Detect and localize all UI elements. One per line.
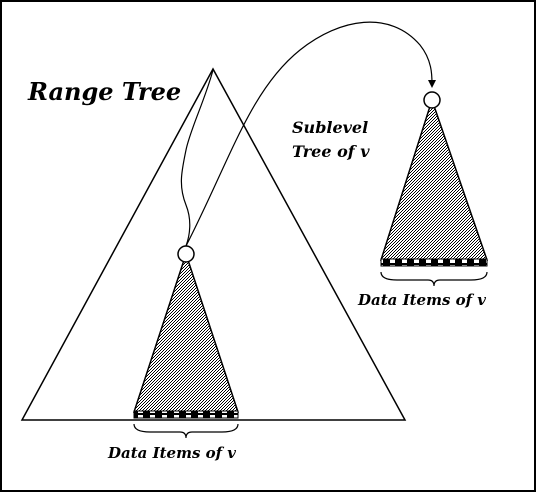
data-items-bar-sub — [380, 258, 488, 267]
brace-main — [133, 423, 239, 439]
search-path — [180, 69, 214, 247]
subtree-of-v — [132, 251, 240, 413]
brace-sub — [380, 271, 488, 287]
arrow-head — [428, 80, 436, 88]
node-v — [177, 245, 195, 263]
pointer-arrow — [185, 21, 433, 247]
data-items-main-label: Data Items of v — [107, 444, 236, 462]
sublevel-label-line2: Tree of v — [292, 142, 370, 161]
sublevel-tree-triangle — [379, 97, 489, 261]
data-items-sub-label: Data Items of v — [357, 291, 486, 309]
sublevel-root-node — [423, 91, 441, 109]
sublevel-label-line1: Sublevel — [292, 118, 368, 137]
range-tree-label: Range Tree — [27, 77, 181, 106]
data-items-bar-main — [133, 410, 239, 419]
range-tree-triangle — [20, 67, 407, 421]
